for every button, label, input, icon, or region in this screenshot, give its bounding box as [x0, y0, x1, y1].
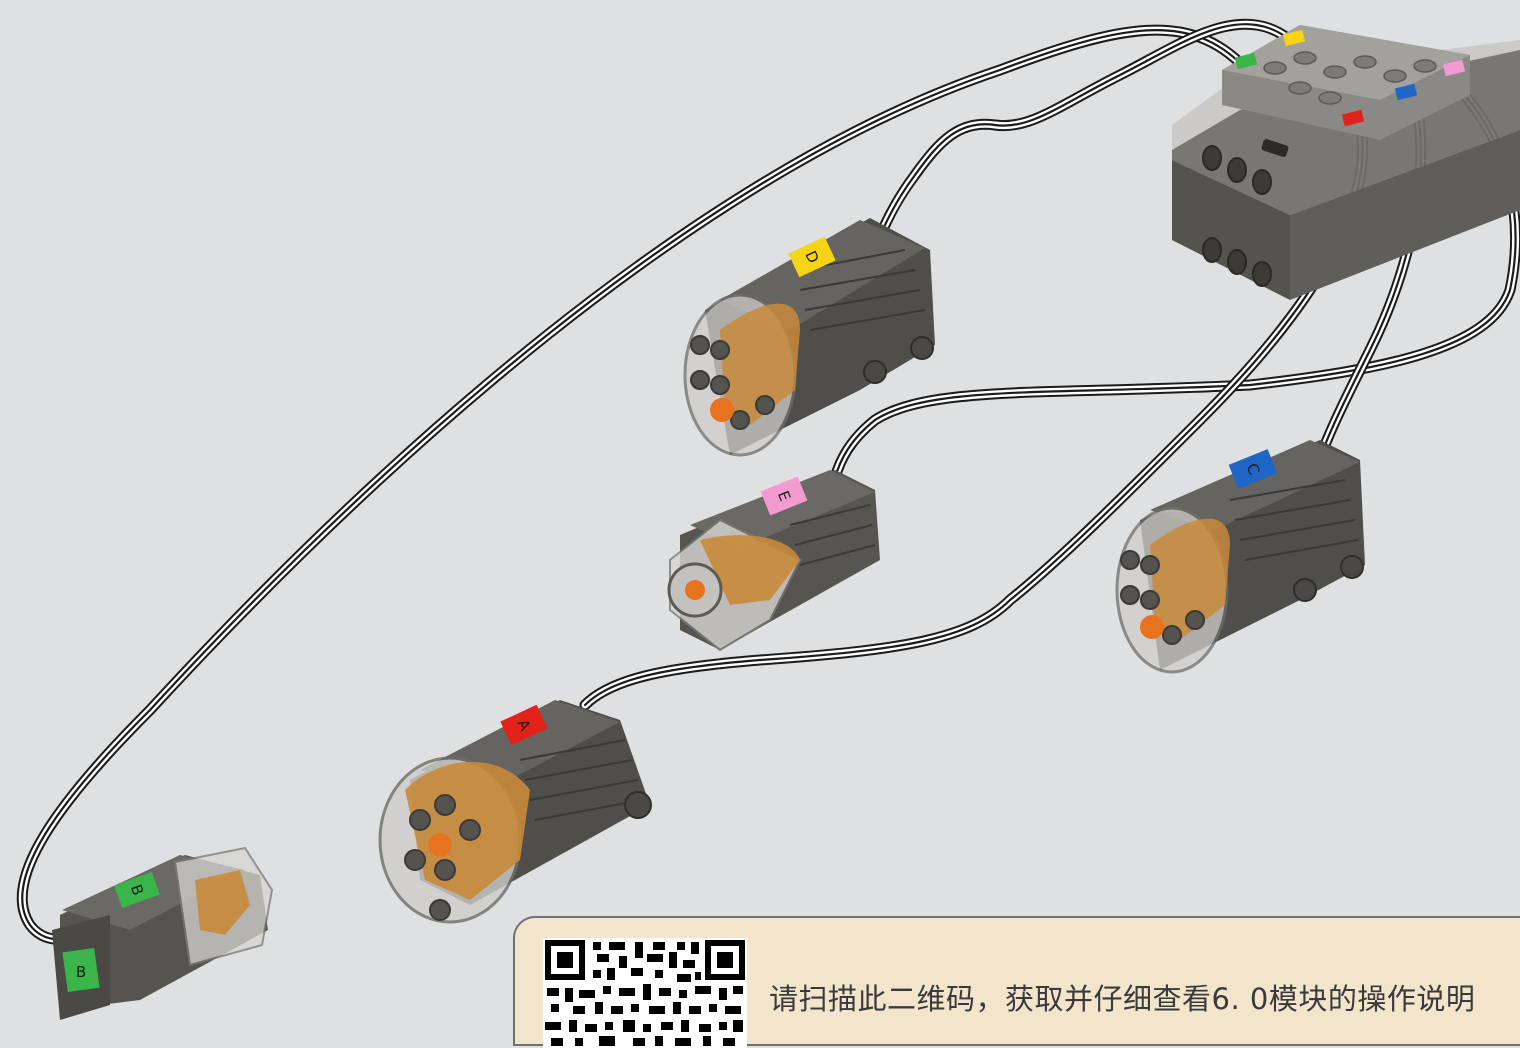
motor-c: C	[1115, 440, 1365, 674]
hub-port-c-tag	[1394, 83, 1418, 101]
motor-a-tag: A	[500, 704, 548, 746]
qr-finder-left	[545, 940, 585, 980]
motor-a: A	[378, 700, 652, 924]
hub-port-a-tag	[1341, 109, 1365, 127]
motor-b-top-tag: B	[114, 871, 160, 909]
qr-finder-right	[705, 940, 745, 980]
hub-port-b-tag	[1234, 52, 1258, 70]
cable-e	[829, 79, 1520, 484]
hub-front-holes	[1202, 145, 1272, 287]
motor-b-front-label: B	[76, 963, 86, 981]
control-hub	[1172, 25, 1520, 300]
cable-b	[16, 24, 1251, 945]
instruction-text: 请扫描此二维码，获取并仔细查看6. 0模块的操作说明	[769, 982, 1476, 1016]
hub-port-e-tag	[1442, 59, 1466, 77]
hub-port-d-tag	[1282, 29, 1306, 47]
cable-d	[879, 18, 1296, 231]
info-panel: 请扫描此二维码，获取并仔细查看6. 0模块的操作说明	[513, 916, 1520, 1048]
cable-a	[579, 129, 1369, 711]
qr-code[interactable]	[543, 938, 747, 1048]
motor-d: D	[683, 218, 935, 457]
motor-c-tag: C	[1228, 449, 1278, 489]
motor-b: B B	[52, 846, 274, 1020]
motor-d-tag: D	[788, 236, 836, 278]
motor-b-front-tag: B	[62, 947, 100, 993]
motor-e-tag: E	[760, 476, 808, 516]
motor-e: E	[667, 470, 880, 652]
cables	[16, 18, 1520, 945]
hub-port-tags	[1234, 29, 1466, 127]
hub-studs	[1263, 51, 1437, 105]
